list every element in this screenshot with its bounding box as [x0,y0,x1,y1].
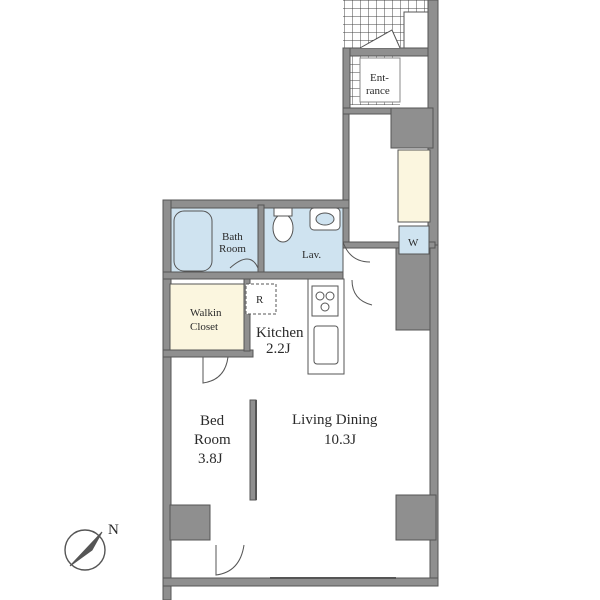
compass-circle [64,529,106,571]
label-kitchen: Kitchen [256,325,304,341]
label-bedroom-1: Bed [200,413,225,429]
kitchen-sink [313,325,339,365]
compass-needle-icon [69,531,103,567]
label-entrance-2: rance [366,85,390,97]
label-lavatory: Lav. [302,249,321,261]
label-living: Living Dining [292,412,378,428]
burner-1 [315,291,325,301]
label-bath-2: Room [219,243,246,255]
sink-basin [315,212,335,226]
label-bedroom-2: Room [194,432,231,448]
bedroom-door-swing [202,356,229,384]
toilet-tank [273,207,293,217]
label-bath-1: Bath [222,231,243,243]
label-entrance-1: Ent- [370,72,389,84]
label-washer: W [408,237,419,249]
burner-3 [320,302,330,312]
toilet [272,213,294,243]
burner-2 [325,291,335,301]
label-kitchen-size: 2.2J [266,341,291,357]
label-closet-1: Walkin [190,307,222,319]
entrance-area [359,57,401,103]
walkin-closet [169,283,245,351]
entrance-door-swing [359,29,401,49]
label-closet-2: Closet [190,321,218,333]
label-bedroom-size: 3.8J [198,451,223,467]
bath-door-swing [229,258,259,269]
kitchen-refrigerator [245,283,277,315]
living-door-swing [351,279,373,306]
label-living-size: 10.3J [324,432,356,448]
bottom-door-swing [215,544,245,576]
label-refrigerator: R [256,294,264,306]
hall-closet [397,149,431,223]
lav-door-swing [342,241,371,263]
walls [162,0,439,600]
washer-box [398,225,430,255]
compass-label: N [108,522,119,538]
entrance-shoe-cabinet [403,11,429,49]
bathtub [173,210,213,272]
